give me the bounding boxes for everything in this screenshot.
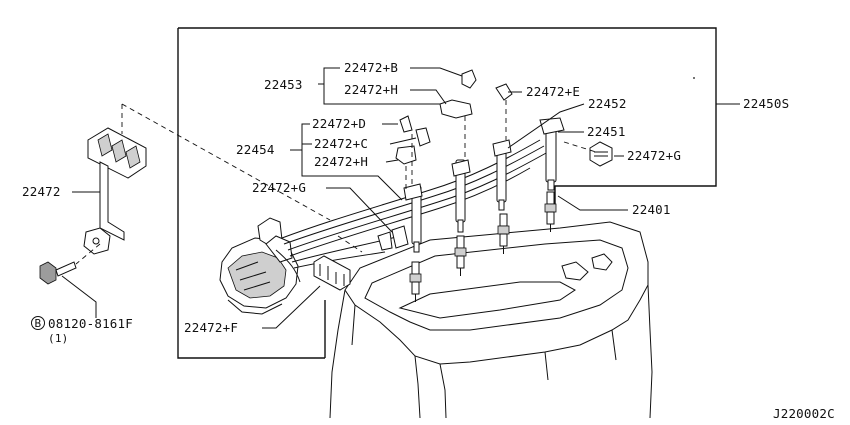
label-22472b: 22472+B [344, 60, 398, 75]
label-22472c: 22472+C [314, 136, 368, 151]
label-22472g-right: 22472+G [627, 148, 681, 163]
reference-lines [75, 100, 597, 265]
bolt-symbol-circle [31, 316, 45, 330]
distributor-cap [219, 217, 299, 315]
label-22472h-top: 22472+H [344, 82, 398, 97]
assembly-frame [177, 27, 717, 359]
part-labels: 22453 22472+B 22472+H 22472+E 22452 2245… [22, 60, 835, 421]
label-22472f: 22472+F [184, 320, 238, 335]
label-22472h-mid: 22472+H [314, 154, 368, 169]
bolt-symbol-letter: B [35, 317, 42, 330]
label-22451: 22451 [587, 124, 626, 139]
label-bolt-qty: (1) [48, 332, 68, 345]
spark-plugs [409, 191, 557, 302]
label-22472e: 22472+E [526, 84, 580, 99]
wire-clips [377, 69, 513, 251]
label-22450s: 22450S [743, 96, 789, 111]
leader-lines [61, 67, 740, 329]
label-22453: 22453 [264, 77, 303, 92]
label-22472g-left: 22472+G [252, 180, 306, 195]
bolt-08120-8161f [39, 261, 77, 285]
label-22401: 22401 [632, 202, 671, 217]
label-22472d: 22472+D [312, 116, 366, 131]
label-22454: 22454 [236, 142, 275, 157]
label-22452: 22452 [588, 96, 627, 111]
plug-boots [411, 117, 565, 253]
label-bolt-part: 08120-8161F [48, 316, 133, 331]
clip-22472f [313, 255, 351, 291]
diagram-code: J220002C [773, 406, 835, 421]
clip-22472g-right [589, 141, 613, 167]
speck [693, 77, 695, 79]
label-22472: 22472 [22, 184, 61, 199]
engine-head-outline [329, 221, 653, 419]
bracket-22472 [83, 127, 147, 255]
